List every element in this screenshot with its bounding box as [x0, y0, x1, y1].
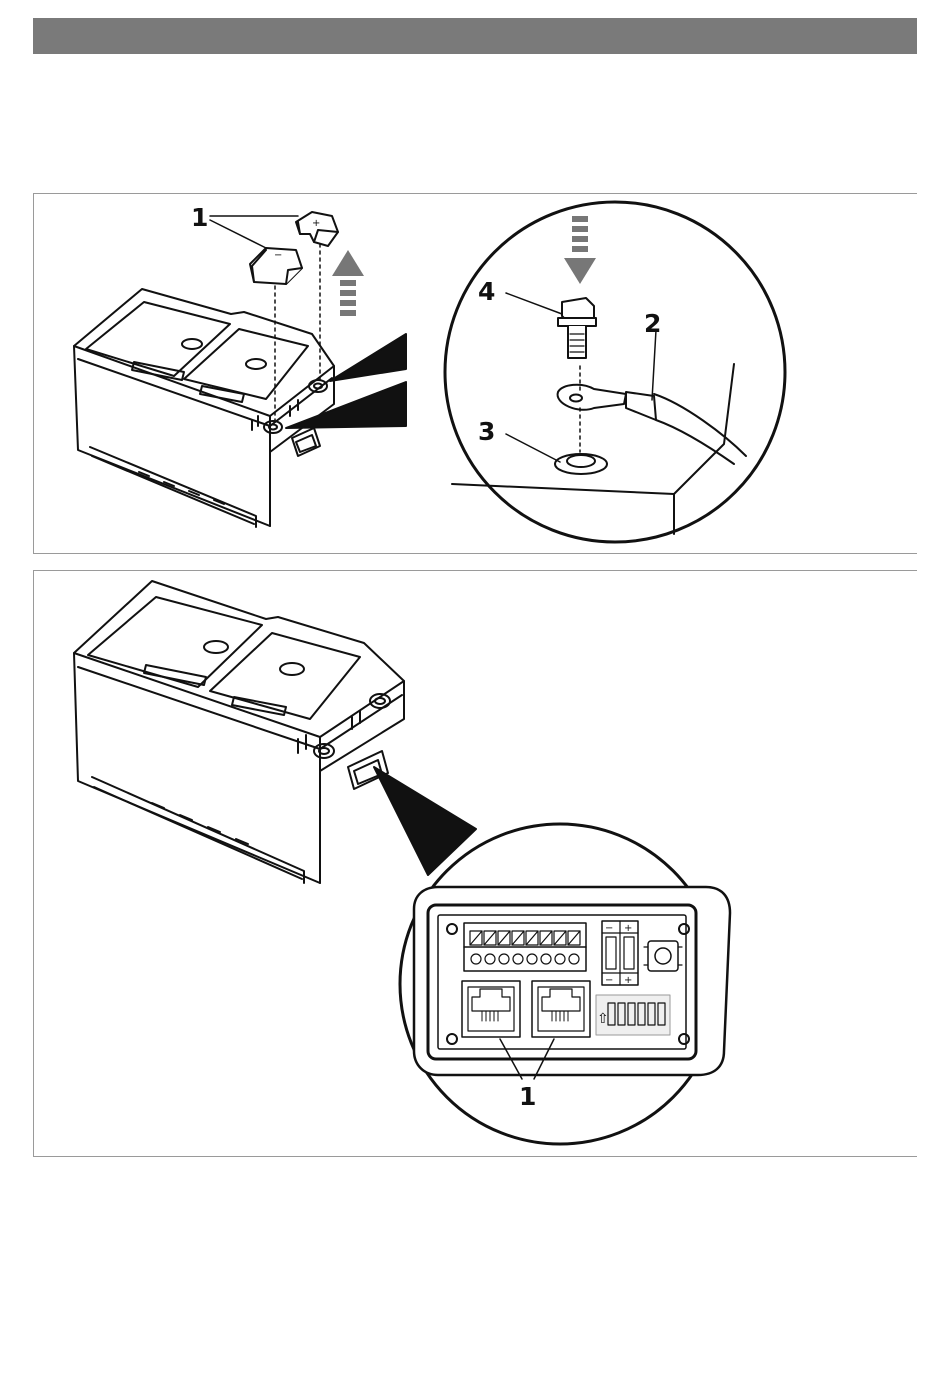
cap-plus-mark: + [312, 218, 320, 229]
figure-2-illustration: − + − + ⇧ 1 [34, 571, 918, 1158]
rj-socket-right [532, 981, 590, 1037]
figure-2-panel: − + − + ⇧ 1 [33, 570, 917, 1157]
header-bar [33, 18, 917, 54]
rj-socket-left [462, 981, 520, 1037]
callout-3: 3 [478, 417, 495, 446]
up-arrow-icon [332, 250, 364, 316]
figure-1-panel: − + 1 4 2 3 [33, 193, 917, 554]
fuse-plus-bottom: + [624, 975, 632, 986]
battery-illustration [74, 289, 334, 527]
callout-1: 1 [191, 203, 208, 232]
fuse-plus-top: + [624, 923, 632, 934]
callout-1-rj-sockets: 1 [519, 1082, 536, 1111]
callout-2: 2 [644, 309, 661, 338]
cap-minus-mark: − [274, 250, 282, 261]
figure-1-illustration: − + 1 4 2 3 [34, 194, 918, 555]
dip-switch-arrow-icon: ⇧ [597, 1011, 609, 1027]
fuse-minus-top: − [605, 923, 613, 934]
fuse-minus-bottom: − [605, 975, 613, 986]
callout-4: 4 [478, 277, 495, 306]
battery-illustration [74, 581, 404, 883]
